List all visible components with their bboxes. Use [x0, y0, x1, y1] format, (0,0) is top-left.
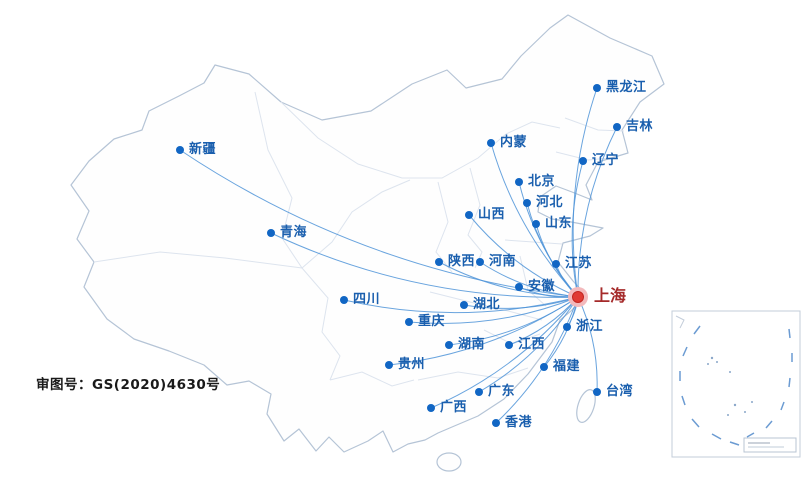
province-dot: [579, 157, 587, 165]
flight-line: [270, 232, 579, 298]
nine-dash-line: [679, 325, 793, 446]
south-china-sea-inset: [671, 310, 801, 458]
province-label: 新疆: [189, 142, 217, 157]
hub-label: 上海: [594, 286, 627, 305]
flight-line: [430, 296, 579, 409]
inset-scale-box: [743, 437, 797, 453]
province-dot: [475, 388, 483, 396]
province-dot: [593, 388, 601, 396]
flight-line: [388, 296, 579, 366]
hub-dot: [572, 291, 584, 303]
province-label: 山东: [545, 216, 573, 231]
hainan-island: [436, 452, 462, 472]
province-dot: [487, 139, 495, 147]
province-label: 湖北: [473, 297, 501, 312]
flight-line: [343, 296, 579, 314]
province-dot: [445, 341, 453, 349]
province-dot: [492, 419, 500, 427]
province-dot: [427, 404, 435, 412]
province-label: 河北: [536, 195, 564, 210]
province-dot: [515, 283, 523, 291]
inset-coast-fragment: [675, 315, 685, 329]
province-label: 山西: [478, 207, 506, 222]
province-dot: [460, 301, 468, 309]
province-label: 安徽: [528, 279, 556, 294]
province-label: 吉林: [626, 119, 654, 134]
province-label: 浙江: [576, 319, 604, 334]
flight-line: [572, 87, 598, 298]
province-dot: [340, 296, 348, 304]
province-label: 青海: [280, 225, 308, 240]
province-dot: [593, 84, 601, 92]
flight-line: [438, 261, 579, 298]
flight-line: [468, 214, 579, 298]
map-approval-number: 审图号：GS(2020)4630号: [36, 377, 221, 393]
flight-line: [577, 296, 598, 393]
province-label: 河南: [489, 254, 517, 269]
province-label: 内蒙: [500, 135, 528, 150]
province-dot: [515, 178, 523, 186]
province-label: 福建: [553, 359, 581, 374]
province-dot: [505, 341, 513, 349]
province-dot: [465, 211, 473, 219]
flight-lines: [179, 87, 618, 424]
province-dot: [267, 229, 275, 237]
province-label: 湖南: [458, 337, 486, 352]
flight-line: [479, 261, 579, 298]
province-label: 四川: [353, 292, 381, 307]
province-dot: [476, 258, 484, 266]
inset-islands: [707, 356, 753, 416]
province-label: 台湾: [606, 384, 634, 399]
flight-line: [478, 296, 579, 393]
province-label: 香港: [505, 415, 533, 430]
shanghai-hub-marker: [568, 287, 588, 307]
taiwan-island: [576, 389, 596, 423]
province-label: 陕西: [448, 254, 476, 269]
province-label: 广东: [488, 384, 516, 399]
flight-line: [571, 160, 584, 298]
province-dot: [532, 220, 540, 228]
province-label: 辽宁: [592, 153, 620, 168]
province-dots: [176, 84, 621, 427]
flight-line: [463, 296, 579, 309]
province-dot: [540, 363, 548, 371]
province-label: 黑龙江: [606, 80, 647, 95]
province-dot: [563, 323, 571, 331]
province-label: 江西: [518, 337, 546, 352]
flight-line: [577, 126, 618, 298]
province-label: 江苏: [565, 256, 593, 271]
province-dot: [552, 260, 560, 268]
flight-line: [408, 296, 579, 324]
province-dot: [523, 199, 531, 207]
province-label: 广西: [440, 400, 468, 415]
province-label: 重庆: [418, 314, 446, 329]
province-dot: [613, 123, 621, 131]
province-label: 贵州: [398, 357, 426, 372]
province-dot: [405, 318, 413, 326]
province-dot: [435, 258, 443, 266]
province-dot: [176, 146, 184, 154]
province-label: 北京: [528, 174, 556, 189]
province-dot: [385, 361, 393, 369]
